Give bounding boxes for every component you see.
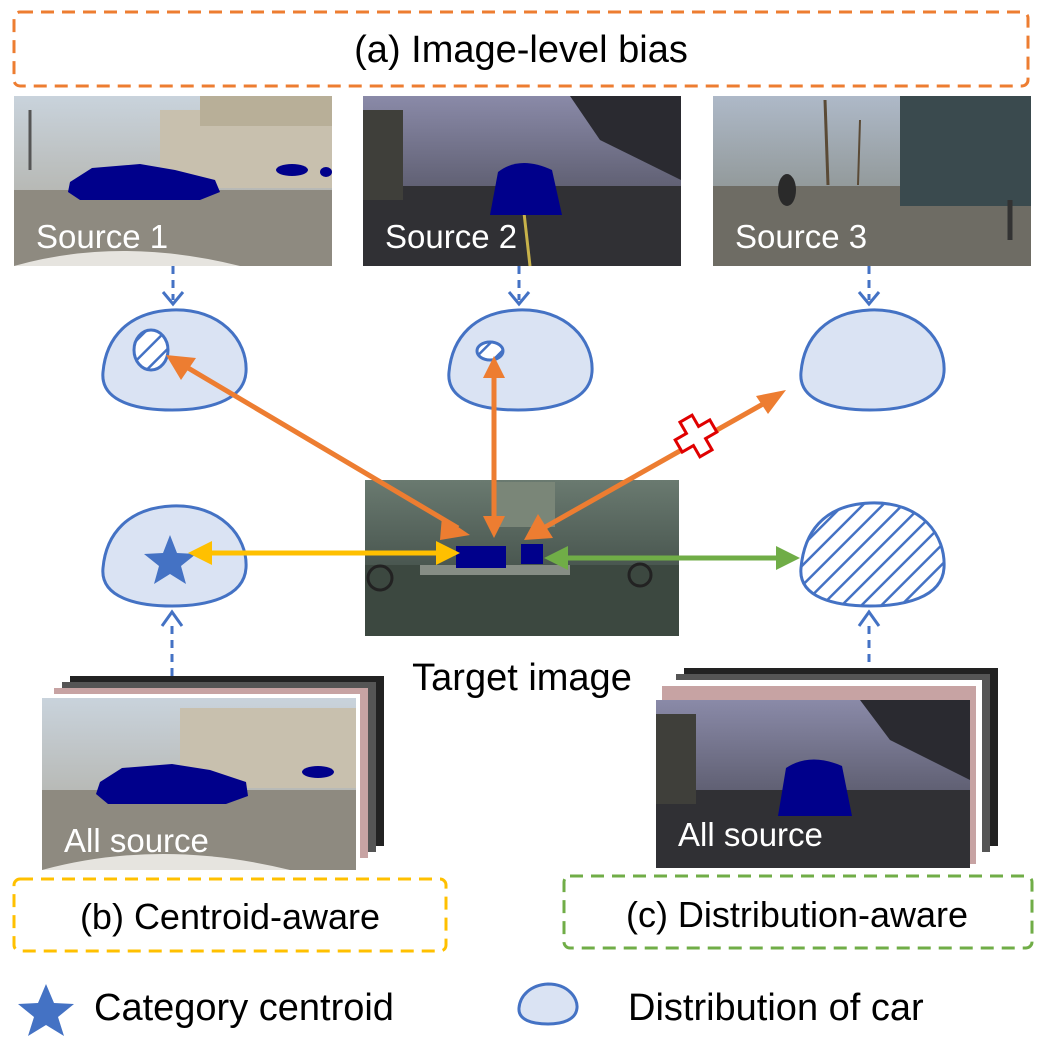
centroid-aware-label: (b) Centroid-aware [80,896,380,937]
target-label: Target image [412,657,632,699]
source-2-subset [475,340,505,362]
centroid-aware-arrow [188,541,460,565]
legend-distribution-icon [517,982,579,1026]
source-2-label: Source 2 [385,218,517,255]
distribution-aware-box: (c) Distribution-aware [562,874,1034,950]
source-1-subset [132,328,170,372]
source-3-image: Source 3 [713,96,1031,266]
invalid-cross-icon [673,413,719,459]
legend-distribution-label: Distribution of car [628,987,924,1029]
target-image: Target image [365,480,679,699]
centroid-aware-box: (b) Centroid-aware [12,877,448,953]
orange-bias-arrows [166,355,786,540]
source-2-image: Source 2 [363,96,681,267]
stack-right-label: All source [678,816,823,853]
source-1-image: Source 1 [14,96,332,266]
distribution-aware-arrow [544,546,800,570]
distribution-aware-distribution [799,501,946,608]
source-3-label: Source 3 [735,218,867,255]
distribution-source-2 [447,308,594,412]
legend-centroid-label: Category centroid [94,987,394,1029]
stack-to-distribution-arrows [160,609,881,690]
source-to-distribution-arrows [161,266,881,307]
target-car-2 [521,544,543,564]
header-title: (a) Image-level bias [354,29,688,71]
image-level-bias-box: (a) Image-level bias [12,10,1030,88]
car-segmentation-stack-right [778,759,852,816]
car-segmentation-2 [490,162,562,215]
all-source-stack-left: All source [42,676,384,870]
car-segmentation-stack-left [96,764,248,804]
target-car-1 [456,546,506,568]
source-1-label: Source 1 [36,218,168,255]
car-segmentation-1 [68,164,220,200]
stack-left-label: All source [64,822,209,859]
legend-star-icon [18,984,74,1036]
distribution-source-3 [799,308,946,412]
category-centroid-star-icon [144,535,196,584]
all-source-stack-right: All source [656,668,998,868]
legend: Category centroid Distribution of car [18,982,924,1036]
distribution-aware-label: (c) Distribution-aware [626,894,968,935]
centroid-distribution [101,504,248,608]
